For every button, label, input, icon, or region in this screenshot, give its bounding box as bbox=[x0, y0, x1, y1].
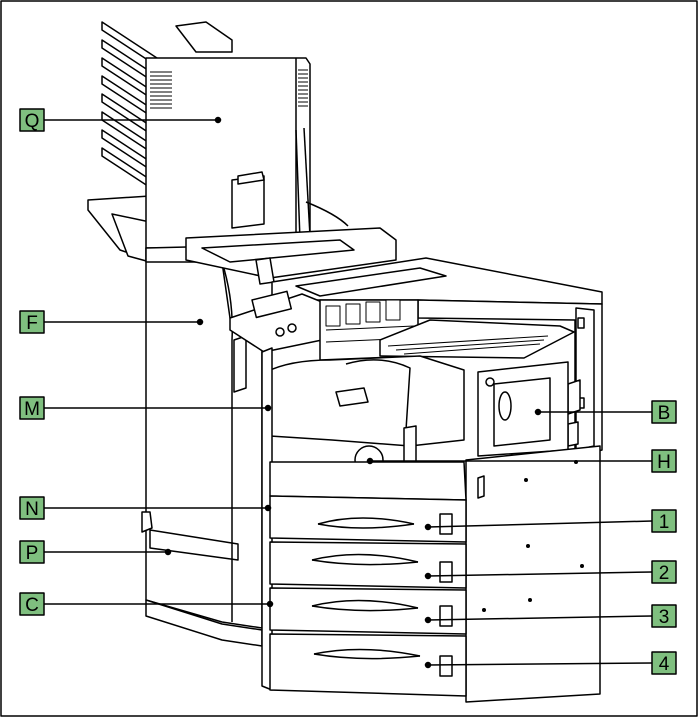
mailbox-tower bbox=[145, 57, 311, 249]
callout-label-4: 4 bbox=[659, 654, 670, 675]
callout-label-3: 3 bbox=[659, 607, 670, 628]
callout-label-N: N bbox=[25, 499, 39, 520]
callout-M: M bbox=[19, 396, 272, 420]
callout-label-1: 1 bbox=[659, 512, 670, 533]
callout-F: F bbox=[19, 310, 204, 334]
callout-label-B: B bbox=[658, 403, 671, 424]
callout-label-C: C bbox=[25, 595, 39, 616]
callout-H: H bbox=[366, 449, 677, 473]
paper-tray-3 bbox=[269, 587, 467, 635]
callout-1: 1 bbox=[424, 509, 677, 533]
callout-label-H: H bbox=[657, 452, 671, 473]
callout-label-Q: Q bbox=[25, 111, 40, 132]
output-paper-stack bbox=[379, 319, 575, 359]
callout-2: 2 bbox=[424, 560, 677, 584]
callout-3: 3 bbox=[424, 604, 677, 628]
callout-label-P: P bbox=[26, 543, 39, 564]
callout-P: P bbox=[19, 540, 172, 564]
paper-tray-4 bbox=[269, 633, 467, 697]
callout-4: 4 bbox=[424, 651, 677, 675]
callout-label-M: M bbox=[24, 399, 40, 420]
callout-label-F: F bbox=[26, 313, 38, 334]
callout-Q: Q bbox=[19, 108, 222, 132]
callout-N: N bbox=[19, 496, 272, 520]
callout-C: C bbox=[19, 592, 274, 616]
callouts: Q F M N P bbox=[19, 108, 677, 675]
finisher-cabinet bbox=[145, 247, 263, 629]
paper-tray-1 bbox=[269, 461, 467, 543]
paper-tray-2 bbox=[269, 541, 467, 589]
callout-label-2: 2 bbox=[659, 563, 670, 584]
callout-B: B bbox=[534, 400, 677, 424]
